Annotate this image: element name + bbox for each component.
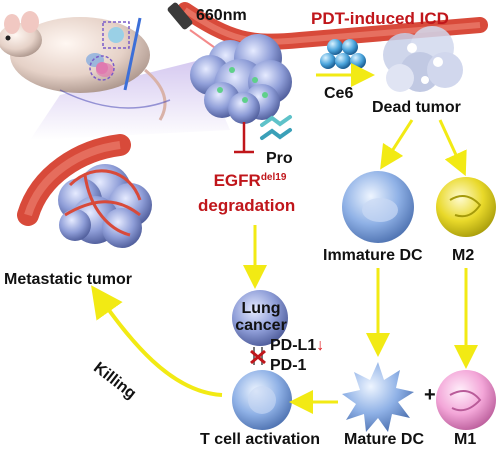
t-cell (232, 370, 292, 430)
m1-label: M1 (454, 431, 477, 448)
pro-label: Pro (266, 150, 293, 167)
m2-macrophage (436, 177, 496, 237)
flow-arrows (91, 119, 478, 414)
wavelength-label: 660nm (196, 7, 247, 24)
mouse-illustration (0, 11, 230, 140)
plus-sign: + (424, 384, 436, 406)
lung-cancer-label: Lung cancer (226, 300, 296, 334)
primary-tumor (190, 34, 292, 124)
pd-l1-label: PD-L1↓ (270, 338, 324, 354)
down-arrow-icon: ↓ (316, 337, 325, 354)
immature-dc-cell (342, 171, 414, 243)
checkpoint-blockade-icon (250, 347, 266, 365)
pro-molecule-icon (260, 115, 292, 140)
m1-macrophage (436, 370, 496, 430)
arrow-killing (91, 285, 223, 397)
pd-1-label: PD-1 (270, 357, 307, 374)
ce6-label: Ce6 (324, 85, 354, 102)
lung-cancer-line2: cancer (235, 317, 287, 334)
egfr-superscript: del19 (260, 172, 287, 183)
metastatic-tumor-label: Metastatic tumor (4, 271, 133, 288)
laser-and-vessel (167, 2, 488, 124)
degradation-label: degradation (198, 196, 296, 215)
arrow-dead-to-m2 (438, 119, 467, 177)
m2-label: M2 (452, 247, 475, 264)
egfr-label: EGFRdel19 (200, 172, 300, 189)
dead-tumor-label: Dead tumor (372, 99, 461, 116)
metastatic-tumor-illustration (17, 134, 152, 248)
pdt-title: PDT-induced ICD (311, 9, 449, 28)
pd-l1-text: PD-L1 (270, 337, 317, 354)
mature-dc-cell (342, 362, 414, 432)
inhibition-symbol (234, 122, 254, 154)
t-cell-activation-label: T cell activation (200, 431, 321, 448)
arrow-dead-to-immature-dc (380, 119, 414, 170)
dead-tumor (383, 26, 463, 92)
immature-dc-label: Immature DC (323, 247, 423, 264)
mature-dc-label: Mature DC (344, 431, 425, 448)
lung-cancer-line1: Lung (241, 300, 281, 317)
lung-cancer-cell (232, 290, 288, 346)
egfr-base: EGFR (213, 171, 261, 190)
